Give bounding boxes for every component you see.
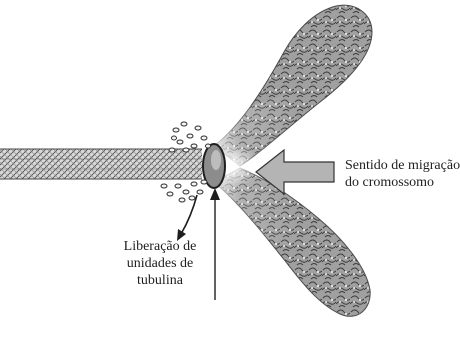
tubulin-release-label: Liberação de unidades de tubulina bbox=[108, 238, 212, 289]
tubulin-label-line-3: tubulina bbox=[108, 272, 212, 289]
tubulin-label-line-1: Liberação de bbox=[108, 238, 212, 255]
migration-direction-label: Sentido de migração do cromossomo bbox=[345, 157, 460, 191]
microtubule-bundle bbox=[0, 149, 202, 179]
tubulin-label-line-2: unidades de bbox=[108, 255, 212, 272]
migration-label-line-2: do cromossomo bbox=[345, 174, 460, 191]
migration-label-line-1: Sentido de migração bbox=[345, 157, 460, 174]
